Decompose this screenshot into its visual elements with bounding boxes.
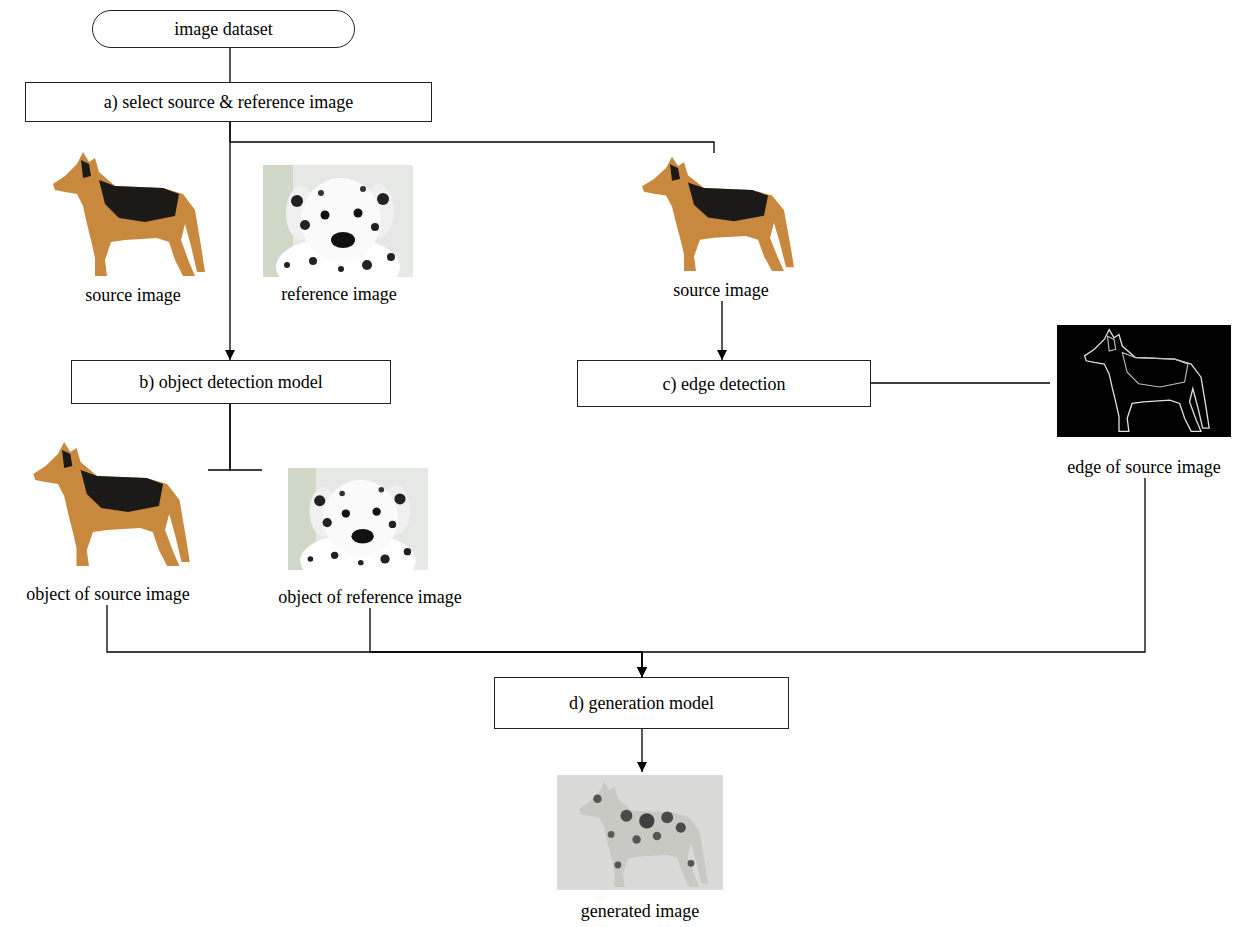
connector [370,608,642,677]
process-box: d) generation model [494,677,789,729]
process-box: b) object detection model [71,360,391,404]
edge-map-image [1057,325,1231,437]
image-panel: reference image [255,163,423,305]
image-panel: object of source image [8,438,208,605]
process-box: a) select source & reference image [25,82,432,122]
connector [229,48,230,82]
image-panel: source image [630,153,812,301]
connector [107,605,642,677]
connector [871,382,1050,383]
box-label: d) generation model [569,692,714,714]
shepherd-object [33,442,190,566]
image-panel: edge of source image [1050,320,1238,478]
connector [721,301,722,360]
box-label: b) object detection model [139,371,322,393]
start-terminal: image dataset [92,10,355,48]
generated-photo [557,775,723,890]
box-label: c) edge detection [663,373,786,395]
connector [641,729,642,772]
image-panel: generated image [550,772,730,922]
connector [230,404,262,470]
box-label: image dataset [174,18,272,40]
image-caption: source image [82,284,183,306]
connector [229,122,230,360]
connector [230,122,714,153]
image-caption: object of reference image [275,586,464,608]
image-caption: reference image [278,283,399,305]
shepherd-photo [53,152,205,276]
dalmatian-object [288,468,428,588]
image-caption: object of source image [23,583,192,605]
box-label: a) select source & reference image [104,91,353,113]
process-box: c) edge detection [577,360,871,407]
dalmatian-photo [263,165,413,297]
image-caption: generated image [578,900,702,922]
shepherd-photo [642,157,794,271]
image-caption: edge of source image [1064,456,1223,478]
image-panel: source image [40,150,226,306]
connector [208,404,230,470]
image-caption: source image [670,279,771,301]
image-panel: object of reference image [262,465,478,608]
connector [642,478,1145,677]
